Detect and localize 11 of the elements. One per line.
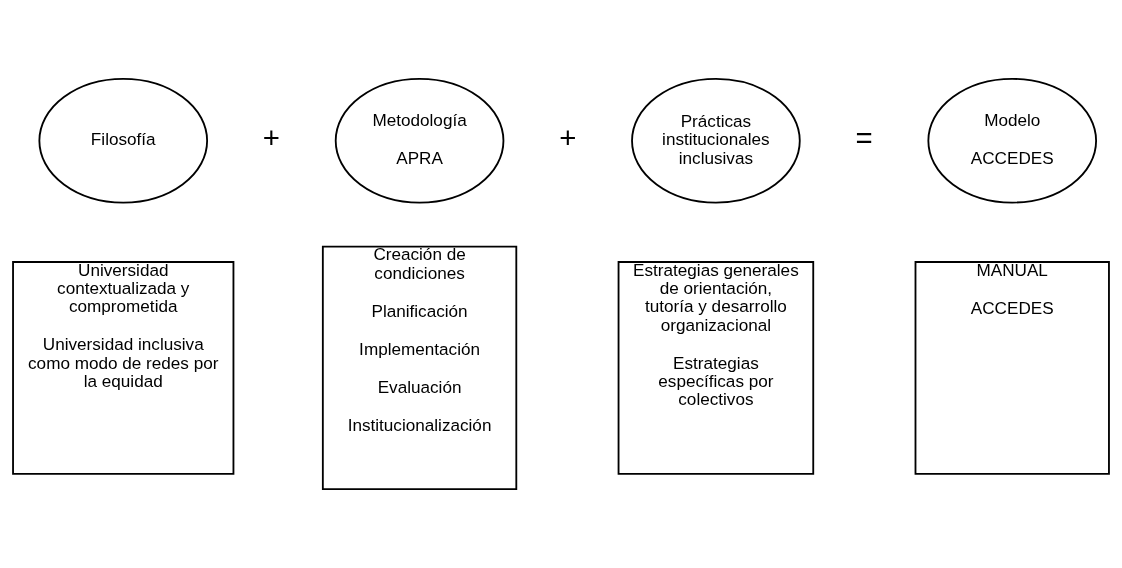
- node-box: MANUAL ACCEDES: [914, 261, 1110, 475]
- node-ellipse: Filosofía: [38, 78, 209, 204]
- node-ellipse: Prácticas institucionales inclusivas: [631, 78, 801, 204]
- node-ellipse: Metodología APRA: [334, 78, 505, 204]
- node-box: Creación de condiciones Planificación Implementación Evaluación Institucionalización: [321, 245, 518, 491]
- label: +: [262, 121, 280, 155]
- label: +: [559, 121, 577, 155]
- label: =: [855, 121, 873, 155]
- node-ellipse: Modelo ACCEDES: [927, 78, 1097, 204]
- node-box: Universidad contextualizada y comprometida Universidad inclusiva como modo de redes por la equidad: [12, 261, 235, 475]
- node-box: Estrategias generales de orientación, tutoría y desarrollo organizacional Estrategias específicas por colectivos: [617, 261, 815, 475]
